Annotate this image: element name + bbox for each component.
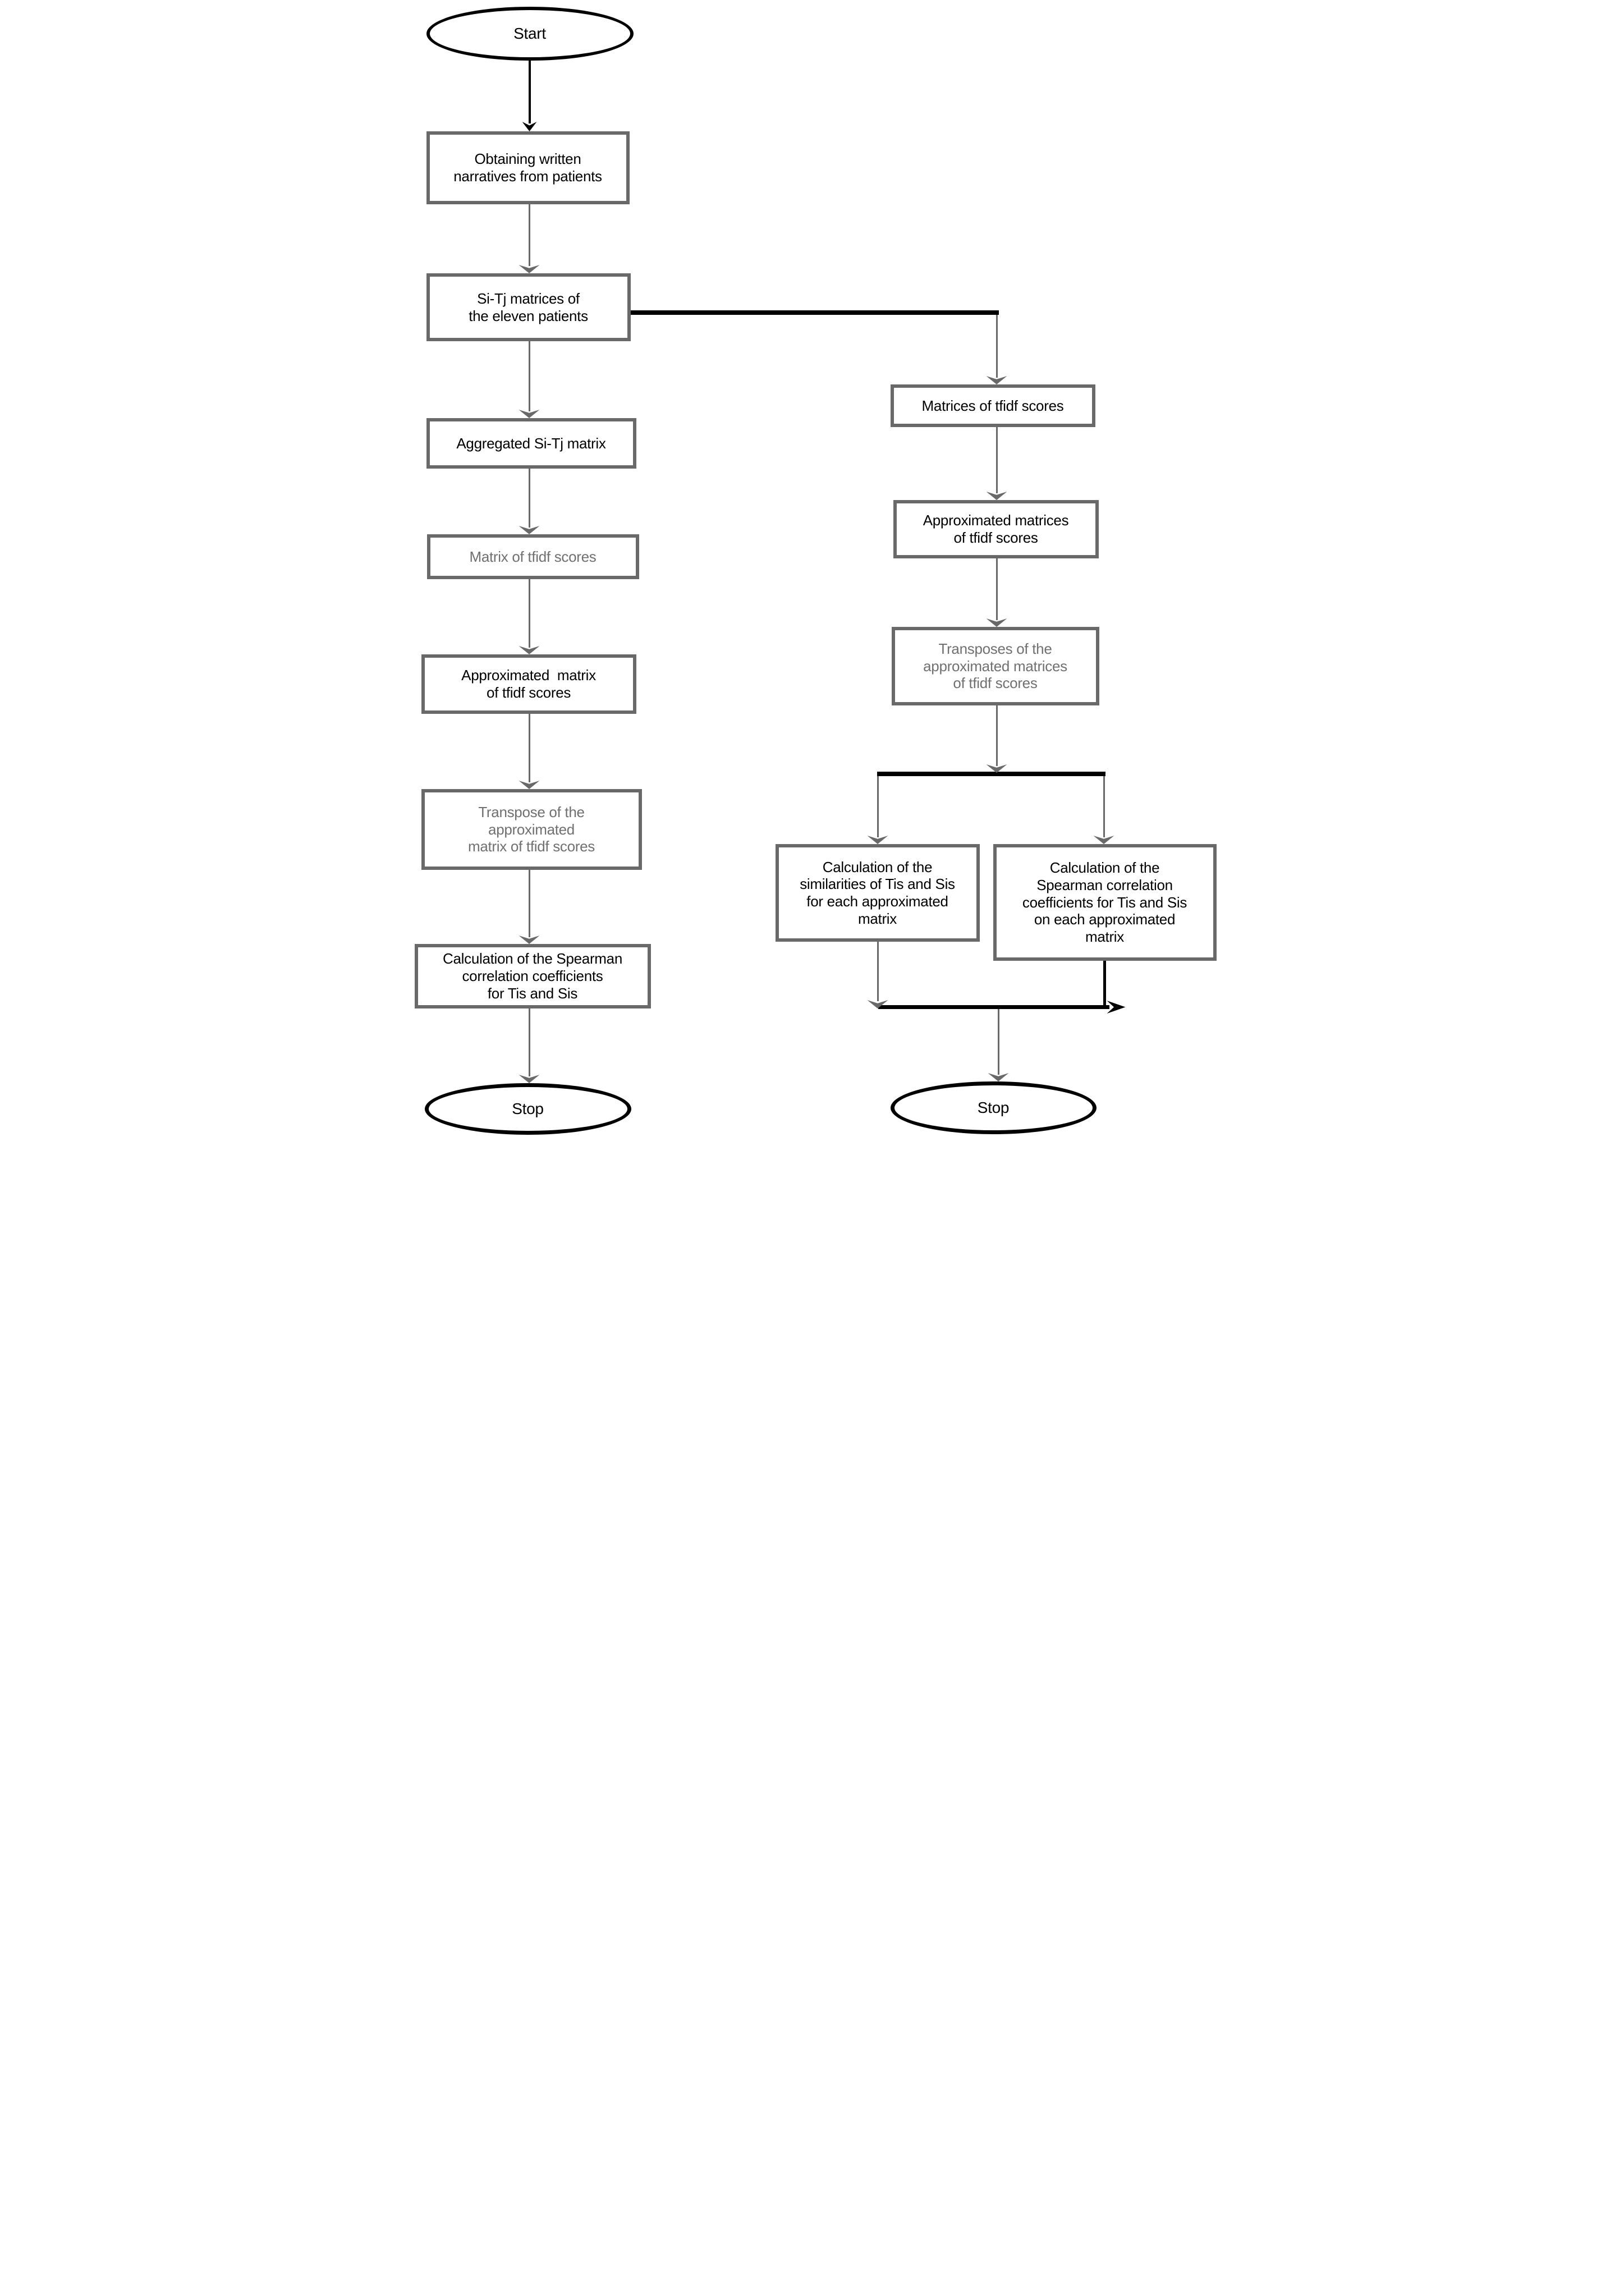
step-label: Approximated matrix of tfidf scores [461, 667, 596, 701]
merge-bar [878, 1005, 1109, 1009]
flow-line [995, 558, 998, 620]
flow-line [877, 776, 879, 837]
step-label: Calculation of the similarities of Tis a… [800, 858, 955, 927]
branch-connector-line [628, 310, 999, 315]
flow-line [995, 315, 998, 378]
stop-terminator-right: Stop [890, 1081, 1097, 1134]
step-spearman-correlation: Calculation of the Spearman correlation … [414, 944, 651, 1008]
flow-line [528, 204, 530, 266]
step-label: Matrices of tfidf scores [921, 397, 1064, 414]
flow-line [995, 427, 998, 493]
step-label: Matrix of tfidf scores [469, 548, 597, 565]
step-matrix-of-tfidf-scores: Matrix of tfidf scores [426, 534, 639, 579]
flow-line [1103, 961, 1106, 1007]
arrowhead-right-icon [1107, 1001, 1126, 1014]
step-label: Si-Tj matrices of the eleven patients [469, 290, 588, 324]
step-label: Aggregated Si-Tj matrix [456, 434, 606, 452]
stop-label: Stop [977, 1099, 1010, 1117]
flow-line [528, 870, 530, 937]
step-transposes-approximated-matrices: Transposes of the approximated matrices … [891, 627, 1099, 705]
flow-line [528, 341, 530, 411]
flow-line [528, 579, 530, 648]
split-bar [877, 772, 1105, 776]
start-label: Start [513, 25, 546, 43]
step-label: Calculation of the Spearman correlation … [443, 950, 622, 1002]
start-terminator: Start [426, 7, 634, 61]
step-matrices-of-tfidf-scores: Matrices of tfidf scores [890, 384, 1095, 427]
flow-line [528, 59, 531, 123]
step-calc-spearman-each-matrix: Calculation of the Spearman correlation … [993, 844, 1217, 961]
flow-line [528, 469, 530, 528]
flow-line [1103, 776, 1105, 837]
step-obtaining-written-narratives: Obtaining written narratives from patien… [426, 131, 630, 204]
step-aggregated-sitj-matrix: Aggregated Si-Tj matrix [426, 418, 636, 469]
flow-line [997, 1009, 999, 1075]
step-label: Approximated matrices of tfidf scores [923, 512, 1069, 546]
step-label: Transposes of the approximated matrices … [923, 640, 1067, 692]
step-label: Calculation of the Spearman correlation … [1022, 859, 1187, 945]
stop-terminator-left: Stop [424, 1083, 631, 1135]
step-approximated-matrix: Approximated matrix of tfidf scores [421, 654, 636, 714]
stop-label: Stop [512, 1100, 544, 1118]
step-calc-similarities: Calculation of the similarities of Tis a… [775, 844, 980, 942]
flow-line [528, 714, 530, 782]
flow-line [995, 705, 998, 766]
step-transpose-approximated-matrix: Transpose of the approximated matrix of … [421, 789, 642, 870]
step-label: Obtaining written narratives from patien… [453, 150, 602, 185]
flow-line [877, 942, 879, 1001]
arrowhead-down-icon [519, 265, 540, 273]
step-approximated-matrices: Approximated matrices of tfidf scores [893, 500, 1099, 558]
flowchart-canvas: Start Obtaining written narratives from … [406, 0, 1218, 1142]
step-sitj-matrices: Si-Tj matrices of the eleven patients [426, 273, 631, 341]
flow-line [528, 1008, 530, 1076]
step-label: Transpose of the approximated matrix of … [467, 803, 595, 855]
